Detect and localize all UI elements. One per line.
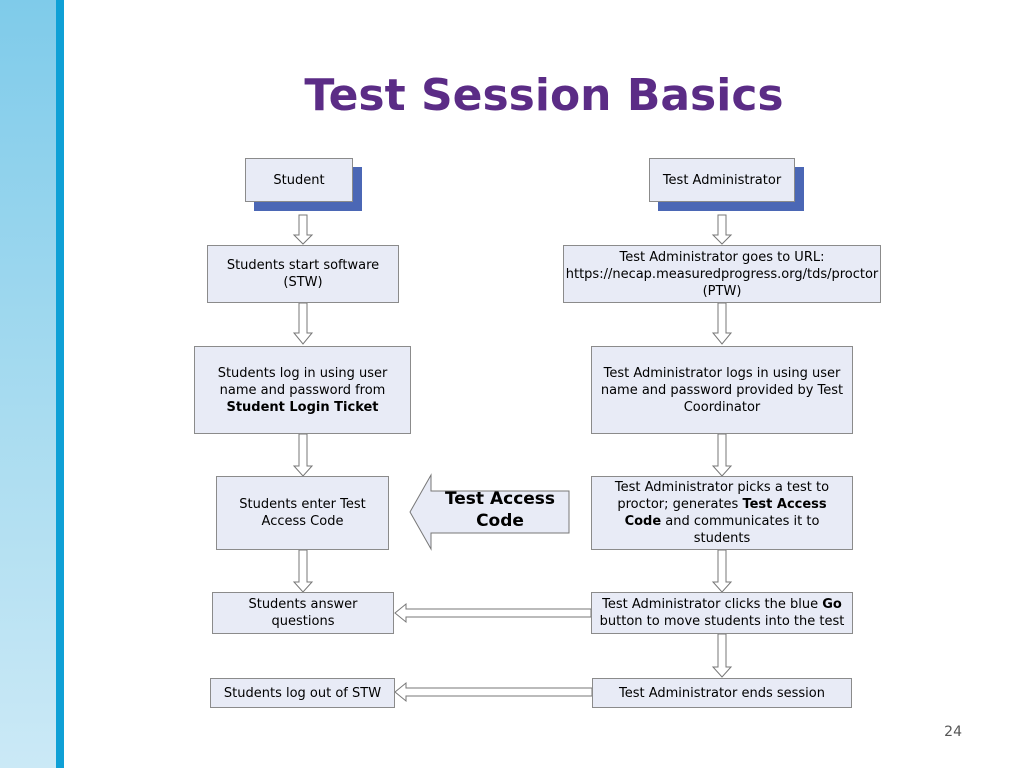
admin-step-end-session: Test Administrator ends session	[592, 678, 852, 708]
student-step-start-software: Students start software (STW)	[207, 245, 399, 303]
student-step-answer-questions: Students answer questions	[212, 592, 394, 634]
student-step-enter-code: Students enter Test Access Code	[216, 476, 389, 550]
callout-label: Test Access Code	[444, 489, 556, 531]
down-arrow-icon	[292, 549, 314, 593]
down-arrow-icon	[711, 302, 733, 345]
admin-step-login: Test Administrator logs in using user na…	[591, 346, 853, 434]
down-arrow-icon	[711, 433, 733, 477]
student-step-logout: Students log out of STW	[210, 678, 395, 708]
left-arrow-icon	[394, 681, 593, 703]
admin-header-box: Test Administrator	[649, 158, 795, 202]
admin-step-goto-url: Test Administrator goes to URL: https://…	[563, 245, 881, 303]
down-arrow-icon	[292, 214, 314, 245]
sidebar-accent-line	[56, 0, 64, 768]
student-step-login: Students log in using user name and pass…	[194, 346, 411, 434]
sidebar-gradient	[0, 0, 56, 768]
down-arrow-icon	[711, 633, 733, 678]
down-arrow-icon	[711, 214, 733, 245]
admin-step-click-go: Test Administrator clicks the blue Go bu…	[591, 592, 853, 634]
admin-step-generate-code: Test Administrator picks a test to proct…	[591, 476, 853, 550]
page-number: 24	[944, 724, 962, 740]
left-arrow-icon	[394, 602, 592, 624]
student-header-box: Student	[245, 158, 353, 202]
page-title: Test Session Basics	[304, 70, 784, 121]
callout-arrow-icon	[409, 473, 570, 551]
down-arrow-icon	[711, 549, 733, 593]
down-arrow-icon	[292, 433, 314, 477]
down-arrow-icon	[292, 302, 314, 345]
